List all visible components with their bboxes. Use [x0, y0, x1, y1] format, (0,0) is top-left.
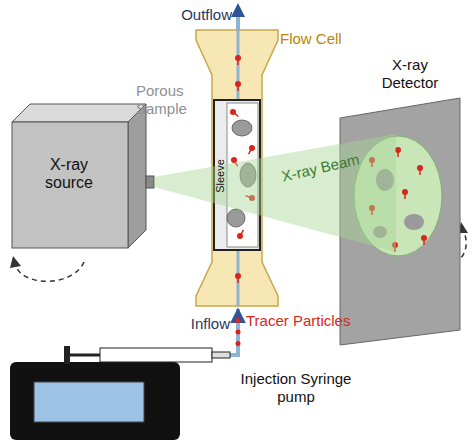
node-label: X-ray source	[34, 156, 104, 192]
node-label: X-ray Detector	[365, 56, 455, 92]
tracer-particle	[235, 273, 241, 279]
tracer-particle	[230, 109, 236, 115]
tracer-particle	[235, 81, 241, 87]
node-drawing	[10, 346, 230, 440]
tracer-particle	[392, 242, 398, 248]
node-drawing	[340, 98, 460, 345]
syringe-pump: Injection Syringe pump	[8, 340, 230, 442]
tracer-particle	[236, 330, 241, 335]
tracer-particle	[236, 341, 241, 346]
detector-panel	[340, 98, 460, 345]
node-drawing	[196, 30, 278, 306]
tracer-particle	[421, 235, 427, 241]
x-ray-beam	[154, 134, 396, 252]
grain-shadow	[376, 169, 394, 191]
syringe-tip	[212, 352, 230, 358]
pump-display	[34, 382, 144, 422]
tracer-particle	[249, 145, 255, 151]
inflow-label: Inflow	[146, 315, 230, 333]
flow-cell: Flow Cell	[186, 28, 290, 308]
syringe-barrel	[100, 348, 212, 362]
beam-spot	[354, 136, 442, 256]
tracer-particle	[236, 318, 241, 323]
sleeve	[214, 100, 260, 250]
x-ray-source: X-ray source	[10, 100, 156, 252]
node-outline	[330, 52, 470, 350]
source-top	[12, 104, 146, 122]
tracer-particle	[369, 205, 375, 211]
grain	[227, 209, 245, 227]
grain-shadow	[373, 226, 387, 238]
rotation-arrowhead	[10, 256, 21, 268]
tracer-particle	[249, 195, 255, 201]
plunger-rod	[70, 354, 100, 357]
rotation-arc	[16, 262, 84, 281]
tracer-particle	[417, 165, 423, 171]
tracer-particle	[231, 157, 237, 163]
sample-label: Porous Sample	[136, 82, 196, 118]
outflow-arrowhead	[231, 3, 245, 17]
sleeve-label: Sleeve	[214, 159, 226, 193]
tracer-particle	[235, 55, 241, 61]
tracer-particle	[369, 157, 375, 163]
outflow-label: Outflow	[148, 6, 232, 24]
plunger-handle	[64, 346, 70, 364]
flow-cell-body	[196, 30, 278, 306]
node-outline	[186, 28, 290, 308]
tracer-label: Tracer Particles	[246, 312, 350, 330]
node-label: Injection Syringe pump	[240, 370, 352, 406]
cell-tube	[237, 30, 240, 100]
node-outline	[8, 340, 230, 442]
porous-sample	[227, 103, 258, 247]
grain-shadow	[404, 214, 424, 230]
x-ray-detector: X-ray Detector	[330, 52, 470, 350]
source-front	[12, 122, 128, 248]
source-nozzle	[146, 176, 154, 188]
tracer-particle	[402, 189, 408, 195]
tracer-particle	[395, 147, 401, 153]
node-drawing	[12, 104, 154, 248]
tracer-particle	[237, 233, 243, 239]
pump-body	[10, 362, 180, 440]
grain	[232, 120, 252, 136]
grain	[240, 163, 256, 187]
node-label: Flow Cell	[280, 30, 342, 48]
outflow-tube	[236, 15, 240, 30]
source-side	[128, 104, 146, 248]
